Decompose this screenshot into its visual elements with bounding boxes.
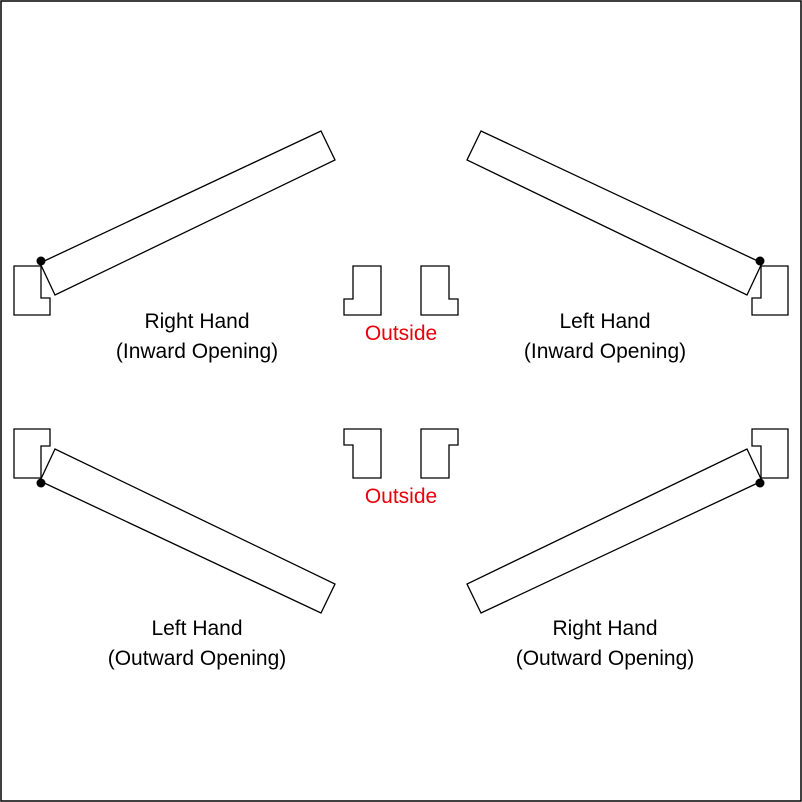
door-leaf [39,130,336,296]
frame-jamb-left [343,428,382,479]
center-jambs-top [343,265,459,316]
label-top-left-line2: (Inward Opening) [116,340,278,363]
left-hand-outward-door [13,428,336,614]
label-bottom-right-line1: Right Hand [552,617,657,640]
hinge-icon [36,478,46,488]
center-jambs-bottom [343,428,459,479]
label-outside-bottom: Outside [365,485,437,508]
label-top-right-line2: (Inward Opening) [524,340,686,363]
door-frame-jamb [751,428,789,479]
hinge-icon [755,256,765,266]
label-bottom-right-line2: (Outward Opening) [516,647,695,670]
label-bottom-left-line1: Left Hand [151,617,242,640]
door-leaf [466,130,763,296]
right-hand-outward-door [466,428,789,614]
frame-jamb-right [420,265,459,316]
label-top-right-line1: Left Hand [559,310,650,333]
door-leaf [466,448,763,614]
label-top-left-line1: Right Hand [144,310,249,333]
frame-jamb-left [343,265,382,316]
door-leaf [39,448,336,614]
hinge-icon [36,256,46,266]
door-frame-jamb [13,428,51,479]
frame-jamb-right [420,428,459,479]
hinge-icon [755,478,765,488]
label-outside-top: Outside [365,322,437,345]
label-bottom-left-line2: (Outward Opening) [108,647,287,670]
left-hand-inward-door [466,130,789,316]
right-hand-inward-door [13,130,336,316]
